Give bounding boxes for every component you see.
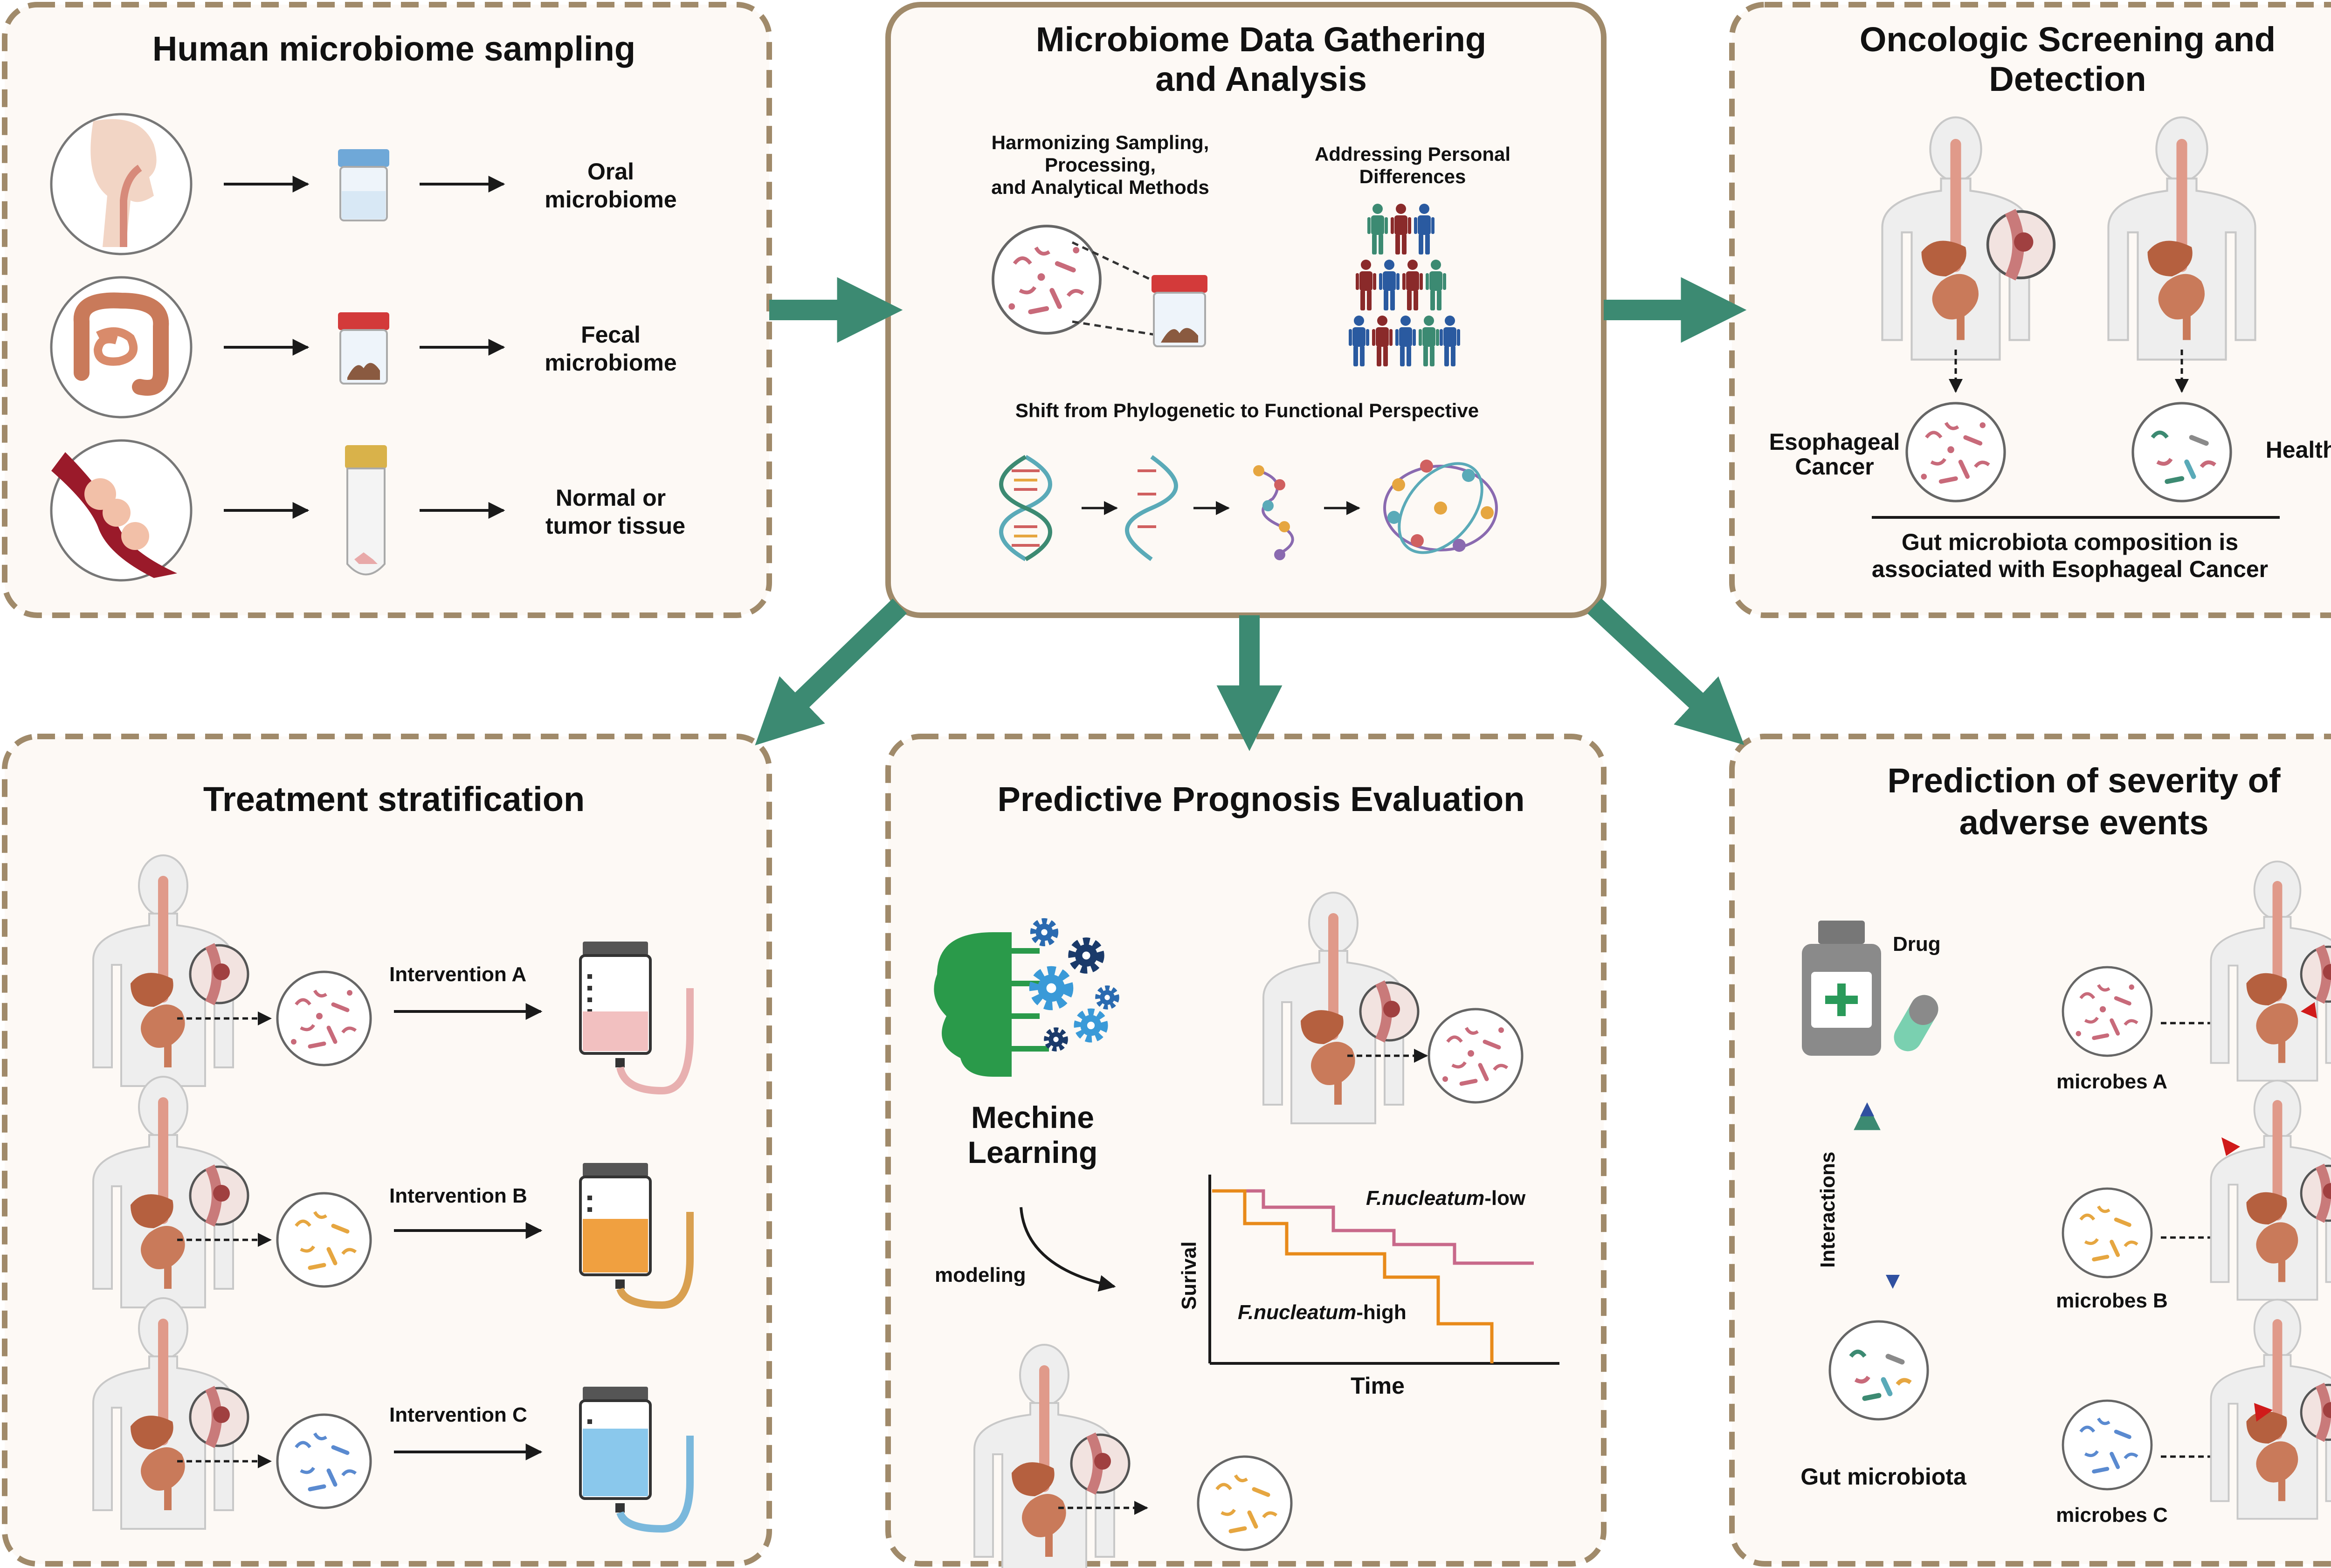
shift-label: Shift from Phylogenetic to Functional Pe… bbox=[1015, 399, 1479, 421]
interaction-arrows bbox=[1854, 1102, 1900, 1289]
screening-title-line1: Oncologic Screening and bbox=[1860, 20, 2276, 59]
cancer-label-2: Cancer bbox=[1795, 454, 1874, 480]
iv-bag-pink-icon bbox=[580, 942, 694, 1095]
panel-adverse: Prediction of severity of adverse events… bbox=[1729, 734, 2331, 1567]
cancer-microbiota-icon bbox=[1907, 403, 2005, 501]
microbes-row-b: microbes B bbox=[2056, 1080, 2331, 1312]
drug-bottle-icon bbox=[1802, 921, 1881, 1056]
panel-prognosis: Predictive Prognosis Evaluation Mechine … bbox=[885, 734, 1607, 1568]
screening-conclusion-1: Gut microbiota composition is bbox=[1902, 529, 2238, 555]
sampling-row-label-2: microbiome bbox=[545, 186, 676, 213]
treatment-row-a: Intervention A bbox=[93, 855, 694, 1095]
sampling-row-label-1: Normal or bbox=[556, 485, 666, 511]
sampling-row-fecal: Fecal microbiome bbox=[50, 276, 677, 419]
flow-arrows bbox=[755, 277, 1747, 751]
prognosis-title: Predictive Prognosis Evaluation bbox=[998, 780, 1525, 818]
arrow-gathering-to-adverse bbox=[1587, 598, 1745, 745]
survival-xlabel: Time bbox=[1351, 1373, 1405, 1399]
microbes-label: microbes C bbox=[2056, 1504, 2168, 1527]
panel-gathering: Microbiome Data Gathering and Analysis H… bbox=[885, 2, 1607, 618]
sample-cup-red-icon bbox=[338, 312, 389, 385]
sampling-row-oral: Oral microbiome bbox=[50, 113, 677, 255]
personal-label-1: Addressing Personal bbox=[1315, 143, 1510, 165]
treatment-row-c: Intervention C bbox=[93, 1298, 694, 1533]
harmonizing-label-2: Processing, bbox=[1045, 154, 1156, 176]
treatment-title: Treatment stratification bbox=[203, 780, 585, 818]
treatment-row-b: Intervention B bbox=[93, 1077, 694, 1309]
survival-curve-high bbox=[1212, 1189, 1494, 1363]
curve-low-label: F.nucleatum-low bbox=[1366, 1187, 1526, 1210]
sampling-title: Human microbiome sampling bbox=[152, 29, 635, 68]
sampling-row-label-1: Oral bbox=[587, 158, 634, 185]
intervention-label: Intervention B bbox=[389, 1184, 527, 1207]
panel-screening: Oncologic Screening and Detection Esopha… bbox=[1729, 2, 2331, 618]
ml-label-1: Mechine bbox=[971, 1100, 1094, 1135]
ml-label-2: Learning bbox=[968, 1135, 1098, 1169]
microbe-zoom-icon bbox=[993, 226, 1207, 347]
intestine-icon bbox=[50, 276, 193, 419]
microbes-label: microbes B bbox=[2056, 1289, 2168, 1312]
interactions-label: Interactions bbox=[1816, 1152, 1839, 1268]
survival-plot: F.nucleatum-low F.nucleatum-high Surival… bbox=[1178, 1175, 1559, 1399]
tissue-icon bbox=[50, 439, 193, 582]
gathering-title-line1: Microbiome Data Gathering bbox=[1036, 20, 1486, 59]
sampling-row-label-1: Fecal bbox=[581, 322, 641, 348]
cancer-label-1: Esophageal bbox=[1769, 429, 1900, 455]
sampling-row-tissue: Normal or tumor tissue bbox=[50, 439, 685, 582]
screening-conclusion-2: associated with Esophageal Cancer bbox=[1872, 556, 2268, 582]
pill-capsule-icon bbox=[1894, 995, 1938, 1052]
gut-microbiota-label: Gut microbiota bbox=[1800, 1464, 1967, 1490]
microbes-row-a: microbes A bbox=[2056, 861, 2331, 1093]
iv-bag-orange-icon bbox=[580, 1163, 694, 1309]
curve-high-label: F.nucleatum-high bbox=[1238, 1301, 1407, 1324]
healthy-microbiota-icon bbox=[2131, 402, 2232, 502]
intervention-label: Intervention A bbox=[389, 963, 526, 986]
modeling-label: modeling bbox=[935, 1264, 1026, 1286]
panel-sampling: Human microbiome sampling Oral microbiom… bbox=[2, 2, 772, 618]
mouth-throat-icon bbox=[50, 113, 193, 255]
adverse-title-line2: adverse events bbox=[1959, 803, 2209, 842]
sample-tube-icon bbox=[345, 445, 387, 576]
body-prognosis-bottom-icon bbox=[974, 1345, 1293, 1568]
harmonizing-label-3: and Analytical Methods bbox=[991, 176, 1209, 198]
personal-label-2: Differences bbox=[1359, 165, 1466, 187]
microbes-row-c: microbes C bbox=[2056, 1300, 2331, 1527]
gathering-title-line2: and Analysis bbox=[1155, 60, 1367, 98]
screening-title-line2: Detection bbox=[1989, 60, 2146, 98]
harmonizing-label-1: Harmonizing Sampling, bbox=[992, 131, 1209, 153]
gut-microbiota-icon bbox=[1828, 1320, 1929, 1421]
microbes-label: microbes A bbox=[2056, 1070, 2167, 1093]
sample-cup-blue-icon bbox=[338, 149, 389, 221]
body-prognosis-top-icon bbox=[1263, 893, 1522, 1123]
survival-curve-low bbox=[1212, 1189, 1534, 1265]
panel-treatment: Treatment stratification Intervention A bbox=[2, 734, 772, 1567]
arrow-gathering-to-treatment bbox=[755, 598, 907, 746]
survival-ylabel: Surival bbox=[1178, 1241, 1200, 1310]
intervention-label: Intervention C bbox=[389, 1403, 527, 1426]
brain-gears-icon bbox=[934, 922, 1116, 1077]
sampling-row-label-2: microbiome bbox=[545, 350, 676, 376]
healthy-label: Healthy bbox=[2266, 437, 2331, 463]
iv-bag-blue-icon bbox=[580, 1387, 694, 1533]
dna-to-protein-icon bbox=[1001, 448, 1498, 569]
sampling-row-label-2: tumor tissue bbox=[545, 513, 685, 539]
adverse-title-line1: Prediction of severity of bbox=[1888, 761, 2281, 800]
drug-label: Drug bbox=[1893, 933, 1941, 956]
